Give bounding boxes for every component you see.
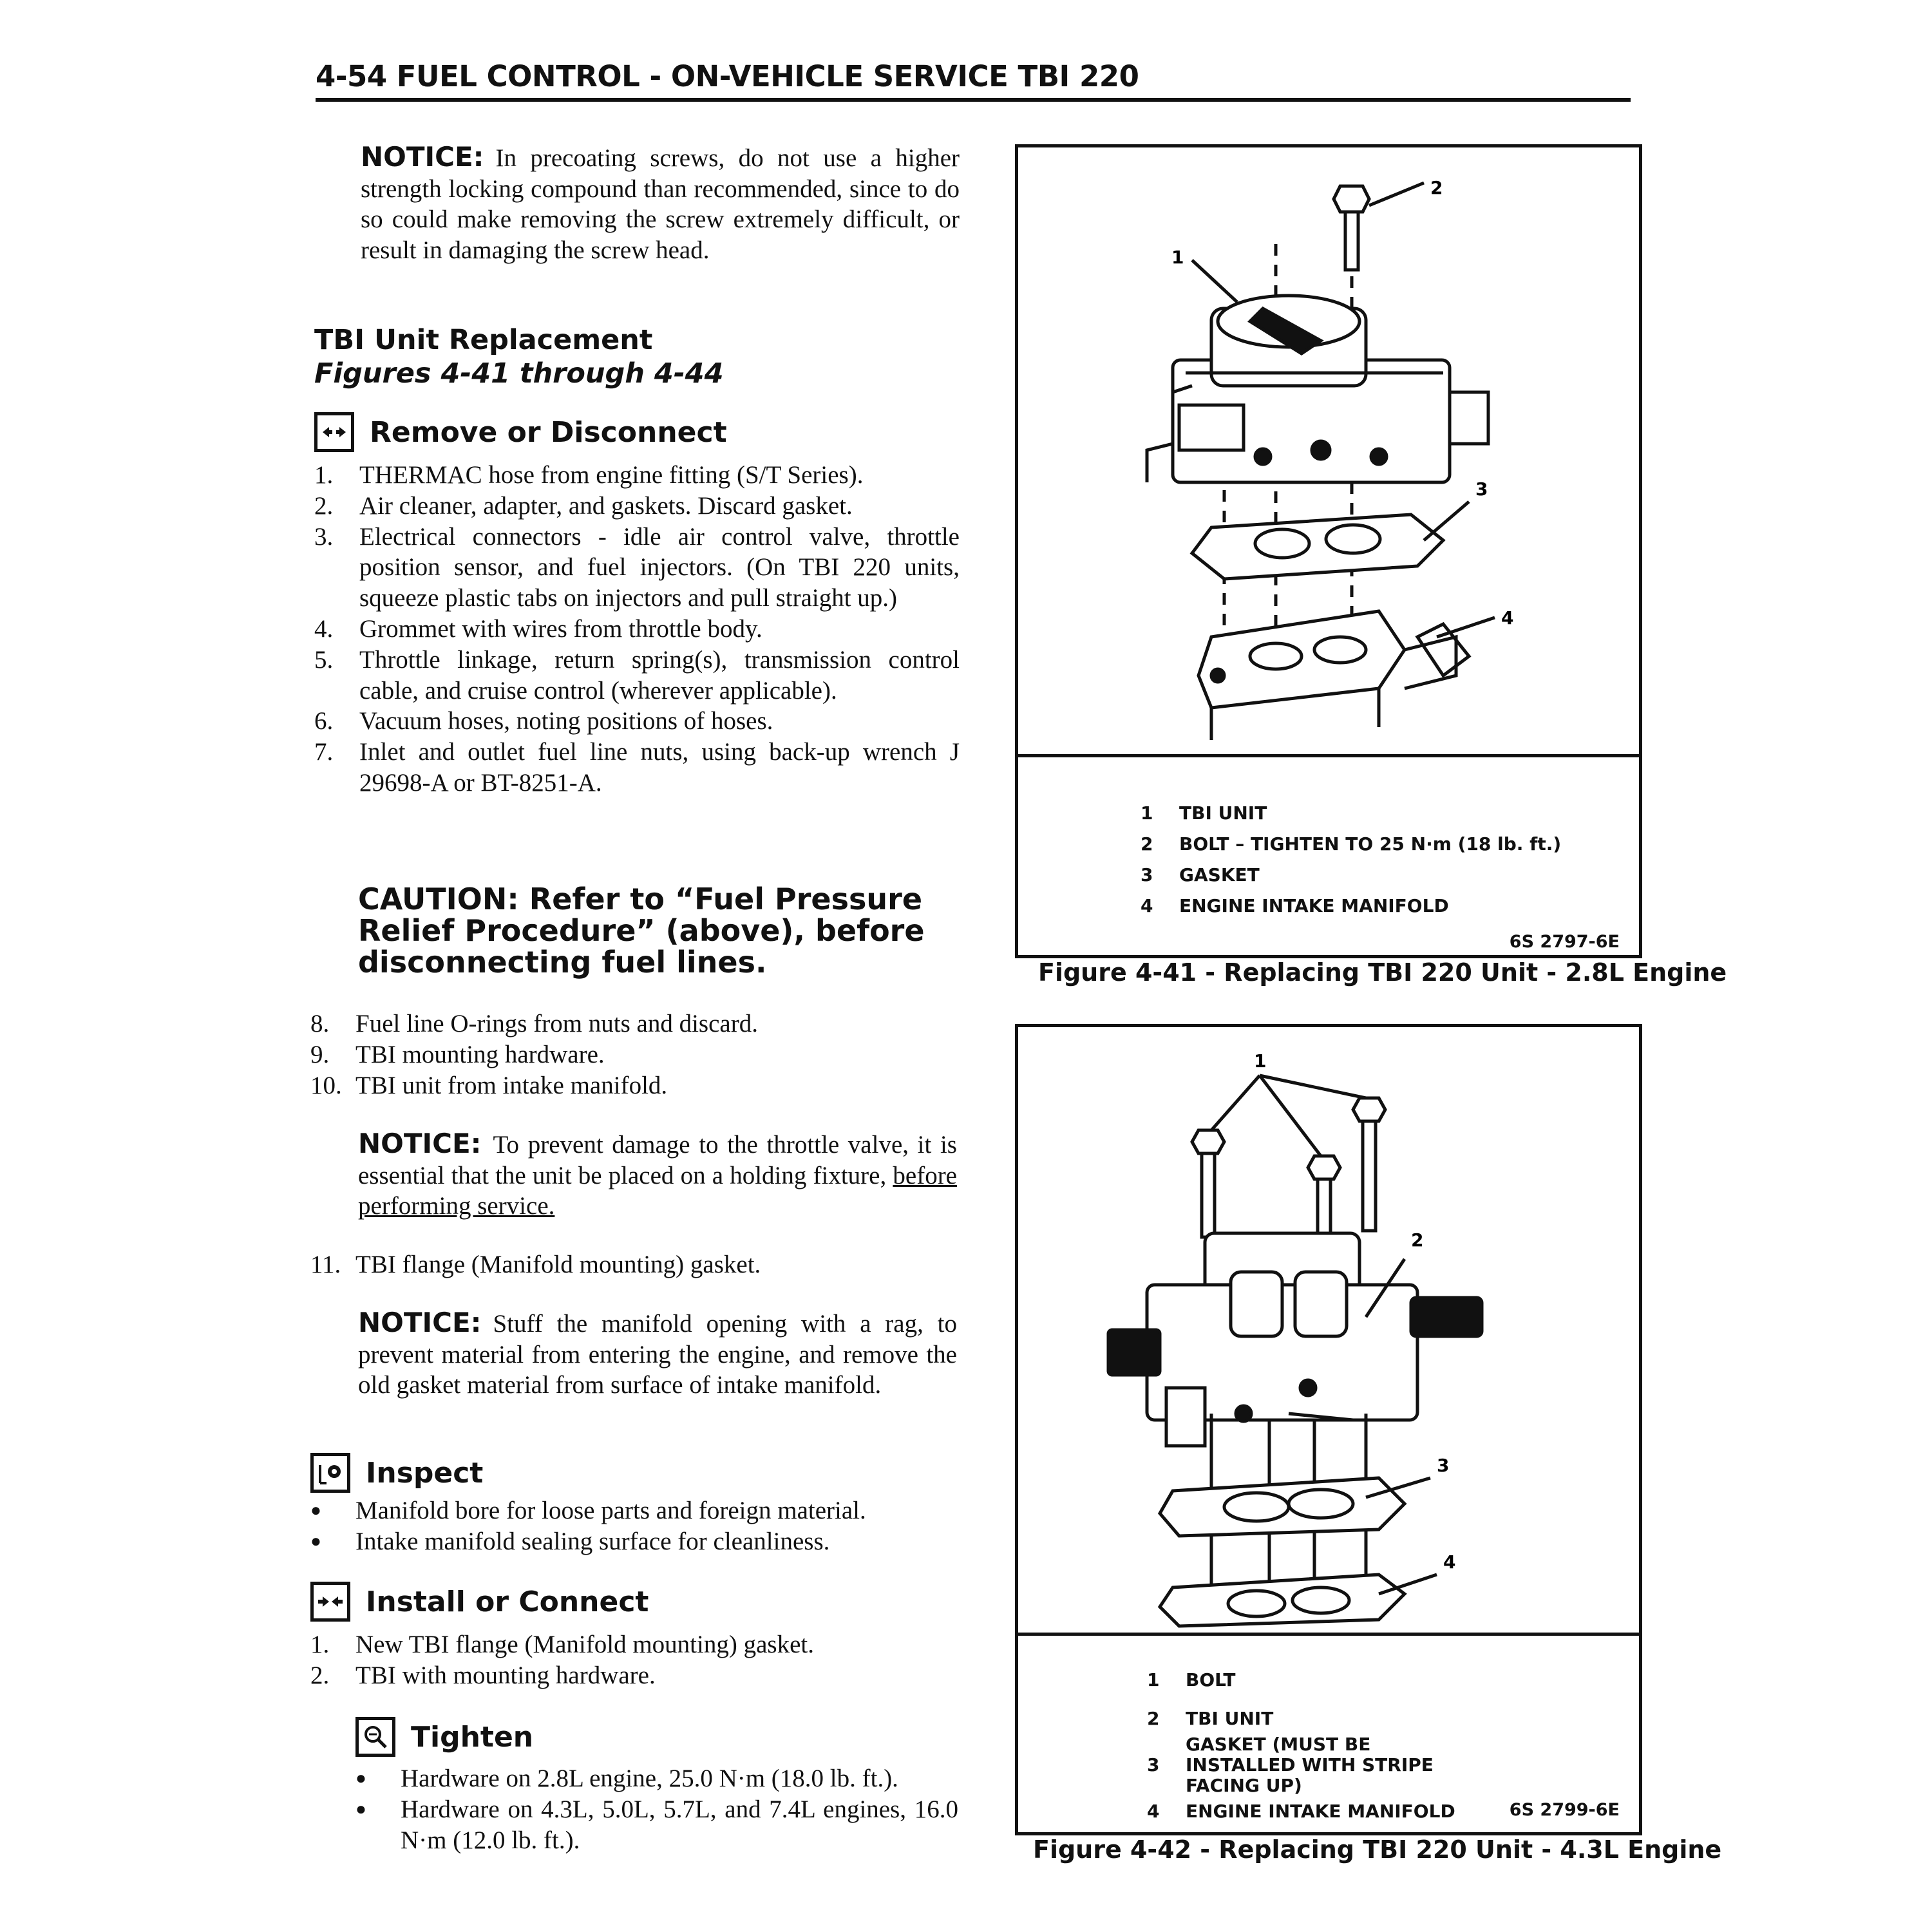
inspect-eye-icon — [310, 1453, 350, 1493]
notice-text: In precoating screws, do not use a highe… — [361, 144, 960, 264]
figure-4-42-callout-2: 2 — [1411, 1229, 1423, 1251]
list-item: 7.Inlet and outlet fuel line nuts, using… — [314, 738, 960, 797]
remove-step-11: 11.TBI flange (Manifold mounting) gasket… — [310, 1249, 956, 1280]
list-item: 2.TBI with mounting hardware. — [310, 1661, 656, 1689]
bullet: ● — [310, 1501, 321, 1520]
figure-4-41-callout-1: 1 — [1171, 247, 1184, 268]
list-item: 2.Air cleaner, adapter, and gaskets. Dis… — [314, 491, 853, 520]
install-label: Install or Connect — [366, 1585, 649, 1618]
figure-4-41-code: 6S 2797-6E — [1509, 932, 1620, 952]
list-item: 5.Throttle linkage, return spring(s), tr… — [314, 645, 960, 705]
inspect-items: ●Manifold bore for loose parts and forei… — [310, 1495, 961, 1557]
figure-4-42-callout-3: 3 — [1437, 1455, 1449, 1476]
inspect-label: Inspect — [366, 1456, 484, 1490]
list-item: 1.New TBI flange (Manifold mounting) gas… — [310, 1631, 814, 1658]
section-subtitle: Figures 4-41 through 4-44 — [314, 357, 724, 390]
remove-label: Remove or Disconnect — [370, 415, 727, 449]
remove-steps: 1.THERMAC hose from engine fitting (S/T … — [314, 460, 960, 799]
list-item: 8.Fuel line O-rings from nuts and discar… — [310, 1010, 758, 1037]
install-heading: Install or Connect — [310, 1582, 649, 1622]
bullet: ● — [310, 1531, 321, 1551]
list-item: ●Hardware on 2.8L engine, 25.0 N·m (18.0… — [355, 1763, 958, 1794]
bullet: ● — [355, 1799, 366, 1819]
caution-fuel-pressure: CAUTION: Refer to “Fuel Pressure Relief … — [358, 882, 925, 980]
page-header: 4-54 FUEL CONTROL - ON-VEHICLE SERVICE T… — [316, 59, 1139, 93]
notice-label: NOTICE: — [361, 141, 484, 173]
figure-4-41-callout-4: 4 — [1501, 607, 1513, 629]
remove-steps-continued: 8.Fuel line O-rings from nuts and discar… — [310, 1009, 956, 1101]
notice-holding-fixture: NOTICE:To prevent damage to the throttle… — [358, 1128, 957, 1222]
list-item: ●Intake manifold sealing surface for cle… — [310, 1526, 961, 1557]
list-item: 6.Vacuum hoses, noting positions of hose… — [314, 707, 773, 735]
section-title: TBI Unit Replacement — [314, 324, 653, 356]
tbi-2-8l-exploded-illustration: 1 2 3 4 — [1145, 177, 1513, 740]
figure-4-42-callout-1: 1 — [1254, 1050, 1266, 1072]
figure-4-41-callout-3: 3 — [1475, 478, 1488, 500]
tighten-items: ●Hardware on 2.8L engine, 25.0 N·m (18.0… — [355, 1763, 958, 1855]
list-item: ●Hardware on 4.3L, 5.0L, 5.7L, and 7.4L … — [355, 1794, 958, 1856]
list-item: 4.Grommet with wires from throttle body. — [314, 614, 762, 643]
figure-4-41-caption: Figure 4-41 - Replacing TBI 220 Unit - 2… — [1038, 958, 1727, 987]
notice-label: NOTICE: — [358, 1307, 482, 1338]
list-item: 10.TBI unit from intake manifold. — [310, 1071, 668, 1099]
arrows-together-icon — [310, 1582, 350, 1622]
figure-4-42-code: 6S 2799-6E — [1509, 1800, 1620, 1820]
inspect-heading: Inspect — [310, 1453, 483, 1493]
install-steps: 1.New TBI flange (Manifold mounting) gas… — [310, 1629, 956, 1691]
list-item: 3.Electrical connectors - idle air contr… — [314, 522, 960, 612]
tighten-heading: Tighten — [355, 1717, 533, 1757]
header-rule — [316, 98, 1631, 102]
list-item: 1.THERMAC hose from engine fitting (S/T … — [314, 461, 864, 489]
tighten-label: Tighten — [411, 1720, 534, 1754]
figure-4-41-callout-2: 2 — [1430, 177, 1443, 198]
list-item: 9.TBI mounting hardware. — [310, 1040, 605, 1068]
figure-4-42-caption: Figure 4-42 - Replacing TBI 220 Unit - 4… — [1033, 1835, 1722, 1864]
torque-wrench-icon — [355, 1717, 395, 1757]
bullet: ● — [355, 1768, 366, 1788]
notice-underlined-text: before performing service. — [358, 1161, 957, 1220]
notice-text: To prevent damage to the throttle valve,… — [358, 1131, 957, 1189]
notice-label: NOTICE: — [358, 1128, 482, 1159]
figure-4-42-divider — [1018, 1633, 1639, 1636]
arrows-apart-icon — [314, 412, 354, 452]
notice-text: Stuff the manifold opening with a rag, t… — [358, 1310, 957, 1399]
list-item: 11.TBI flange (Manifold mounting) gasket… — [310, 1251, 761, 1278]
figure-4-41-divider — [1018, 754, 1639, 757]
notice-locking-compound: NOTICE:In precoating screws, do not use … — [361, 142, 960, 265]
section-heading: TBI Unit Replacement Figures 4-41 throug… — [314, 323, 724, 390]
tbi-4-3l-exploded-illustration: 1 2 3 4 — [1106, 1050, 1484, 1628]
list-item: ●Manifold bore for loose parts and forei… — [310, 1495, 961, 1526]
notice-manifold-rag: NOTICE:Stuff the manifold opening with a… — [358, 1307, 957, 1401]
figure-4-42-callout-4: 4 — [1443, 1551, 1455, 1573]
remove-heading: Remove or Disconnect — [314, 412, 727, 452]
